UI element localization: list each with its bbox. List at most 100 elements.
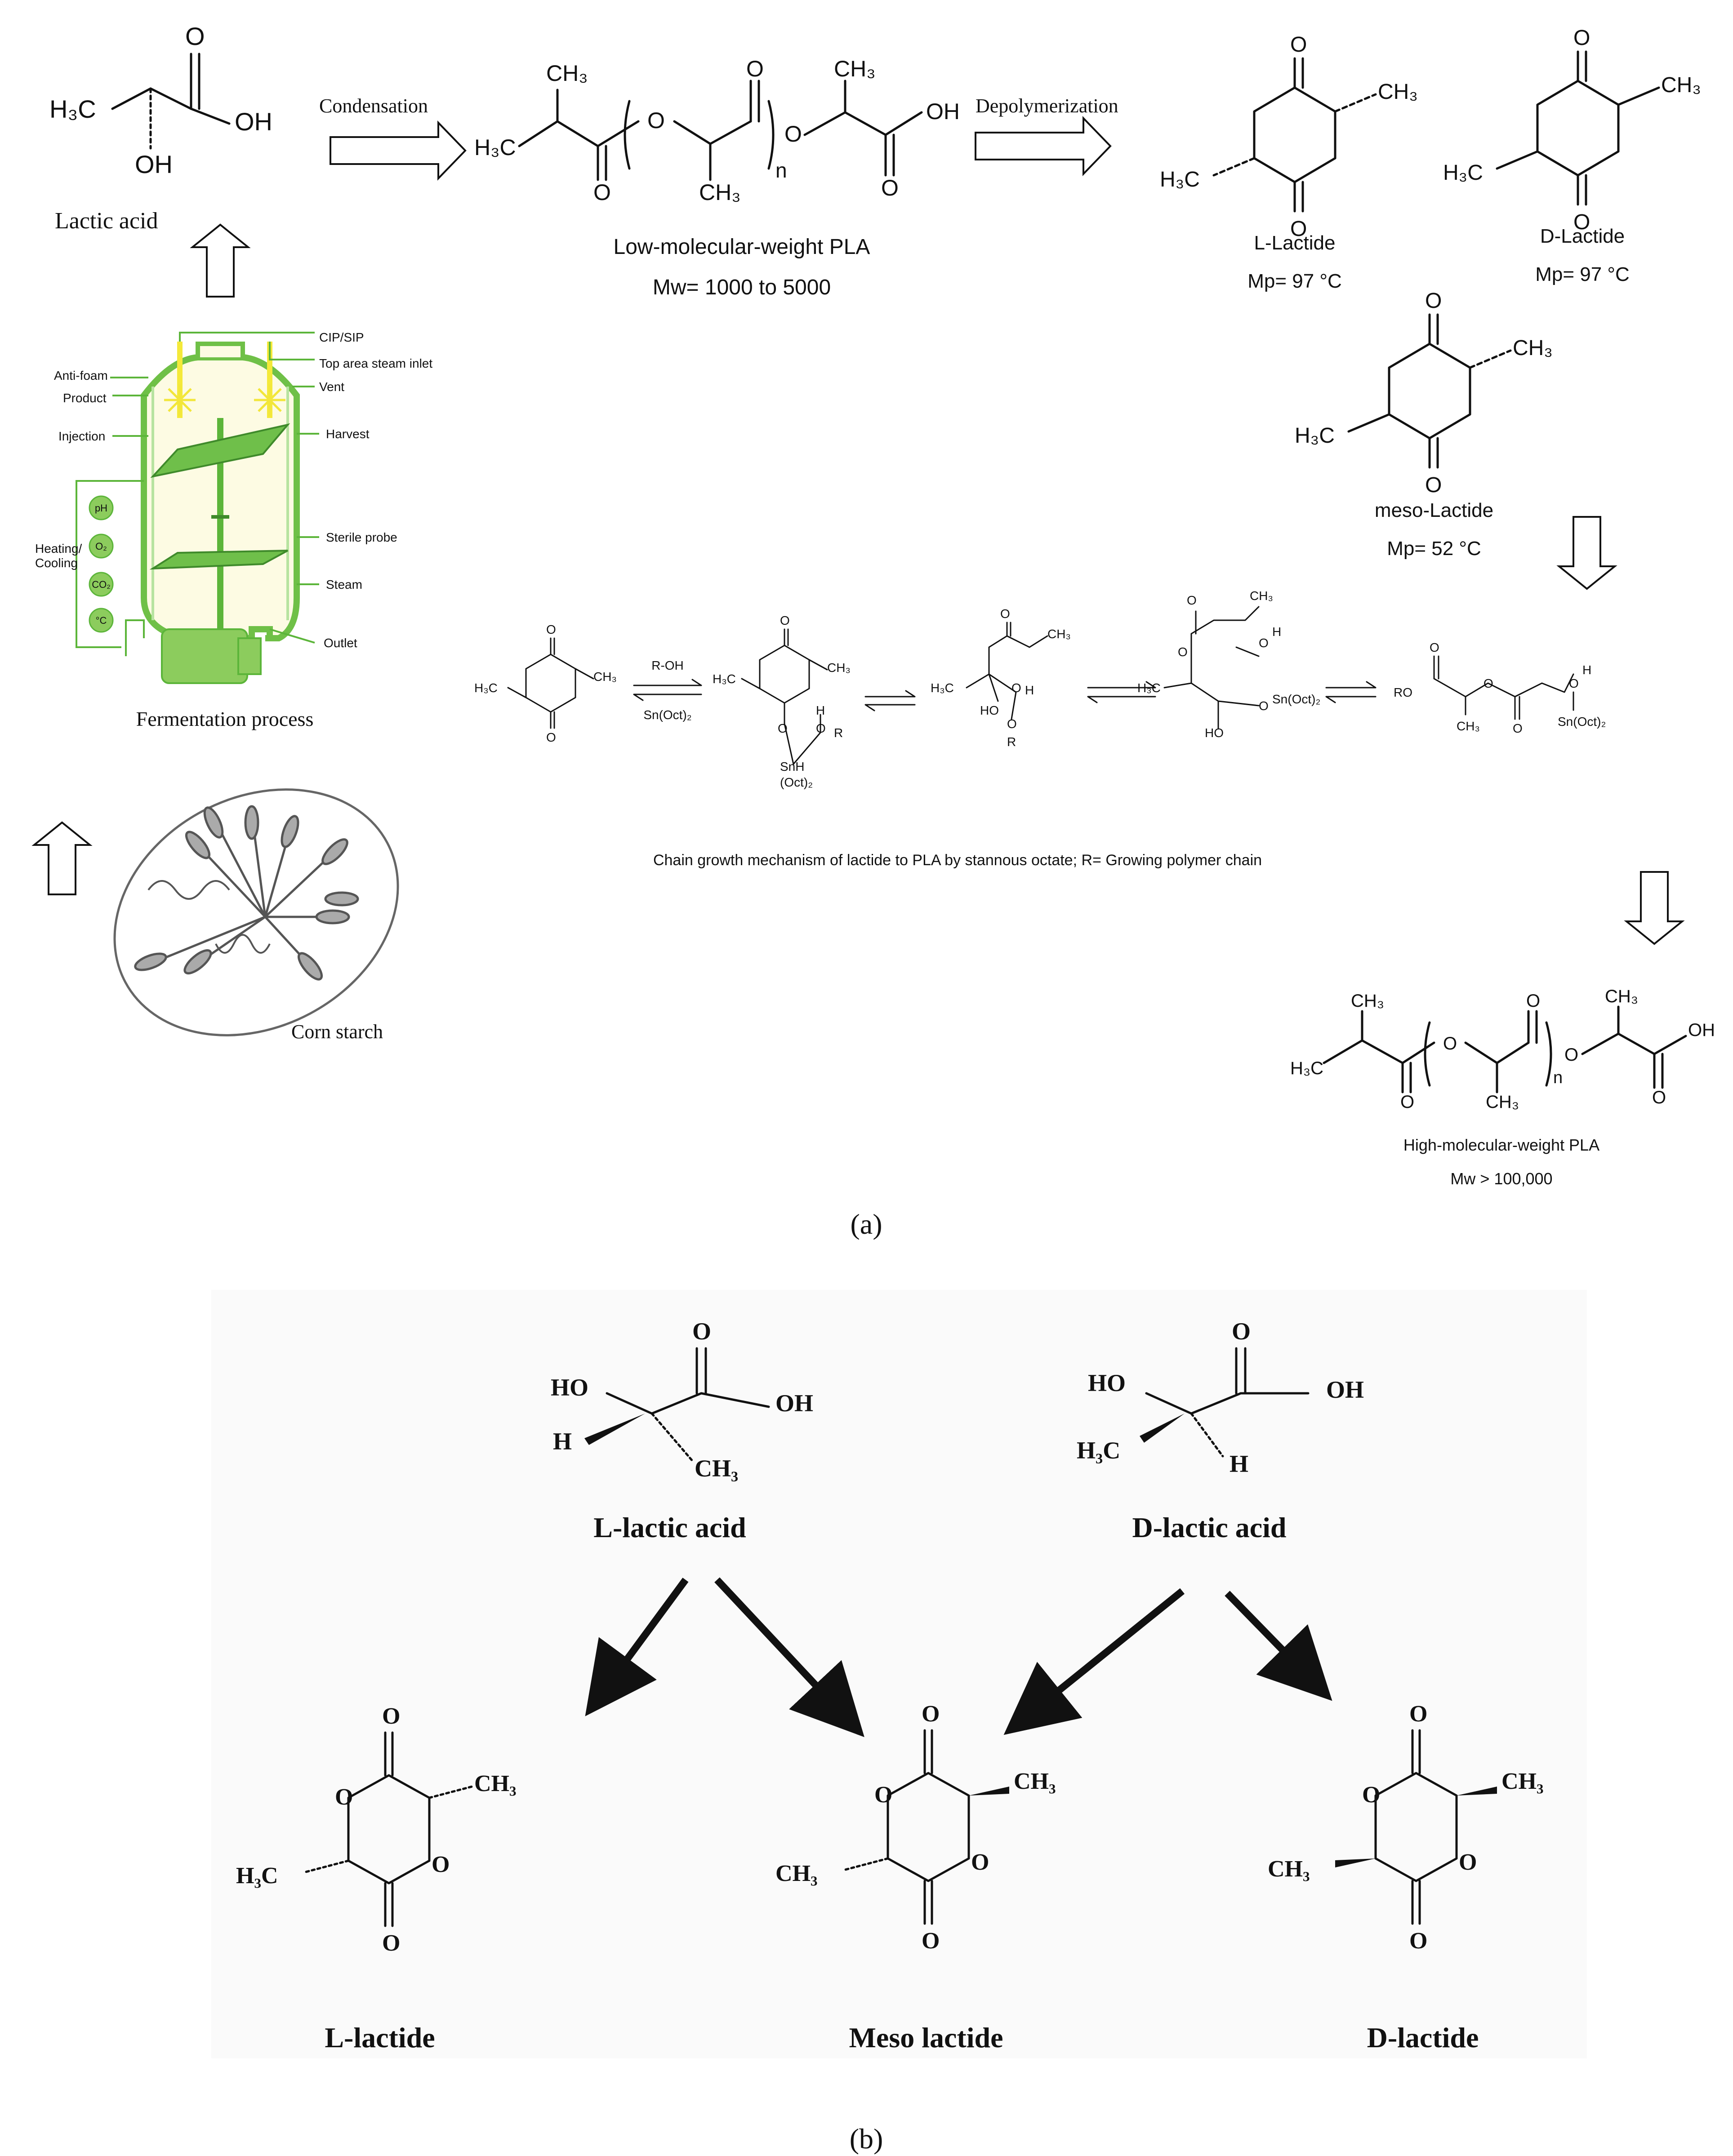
low-pla-structure: H₃C CH₃ O O O CH₃ n O CH₃ O OH — [474, 56, 960, 205]
high-pla-ch3-c: CH₃ — [1605, 987, 1638, 1006]
panel-b-label: (b) — [850, 2123, 883, 2155]
mech-h3c-1: H₃C — [474, 681, 498, 695]
mech-r-1: R — [834, 726, 843, 740]
low-pla-n: n — [775, 159, 787, 182]
d-lactide-b-ch3-a: CH₃ — [1501, 1769, 1544, 1794]
condensation-arrow — [330, 122, 466, 179]
mech-ch3-4: CH₃ — [1250, 589, 1273, 603]
high-pla-ch3-a: CH₃ — [1351, 991, 1384, 1011]
high-pla-mw: Mw > 100,000 — [1450, 1169, 1552, 1188]
mech-reagent-sn: Sn(Oct)₂ — [643, 708, 691, 722]
l-lactic-o: O — [692, 1318, 711, 1345]
high-pla-o-a: O — [1400, 1092, 1414, 1112]
l-lactide-label: L-Lactide — [1254, 232, 1335, 254]
low-pla-ch3-c: CH₃ — [834, 56, 876, 81]
probe-ph: pH — [95, 502, 107, 514]
low-pla-o-a: O — [593, 180, 611, 205]
meso-b-o2: O — [922, 1928, 940, 1954]
low-pla-label: Low-molecular-weight PLA — [614, 235, 870, 259]
mech-ro: RO — [1394, 685, 1412, 699]
meso-lactide-h3c: H₃C — [1295, 424, 1335, 448]
d-lactide-o2: O — [1573, 210, 1590, 234]
mech-h-2: H — [1025, 683, 1034, 697]
l-lactide-o1: O — [1290, 33, 1307, 57]
meso-lactide-ch3: CH₃ — [1513, 336, 1553, 360]
label-heating: Heating/ — [35, 542, 82, 556]
mech-h3c-4: H₃C — [1137, 681, 1161, 695]
mech-h3c-2: H₃C — [713, 672, 736, 686]
low-pla-o-d: O — [784, 121, 802, 147]
mech-ch3-2: CH₃ — [827, 661, 851, 675]
mech-o-14: O — [1484, 676, 1493, 690]
mech-snh: SnH — [780, 760, 804, 773]
l-lactic-h: H — [553, 1428, 572, 1455]
l-lactic-ho: HO — [551, 1374, 588, 1401]
d-lactic-h: H — [1230, 1450, 1248, 1477]
lactic-acid-oh: OH — [235, 107, 272, 136]
meso-lactide-mp: Mp= 52 °C — [1387, 538, 1481, 560]
label-product: Product — [63, 391, 107, 405]
l-lactide-mp: Mp= 97 °C — [1247, 270, 1342, 292]
l-lactide-h3c: H₃C — [1160, 168, 1200, 191]
meso-lactide-b-structure: O O O O CH₃ CH₃ — [775, 1701, 1056, 1954]
mech-o-13: O — [1430, 640, 1439, 654]
l-lactide-b-ch3: CH₃ — [474, 1771, 517, 1796]
low-pla-o-e: O — [881, 175, 899, 200]
l-lactide-ch3: CH₃ — [1378, 80, 1418, 104]
mech-o-7: O — [1011, 681, 1021, 695]
l-lactic-ch3: CH₃ — [695, 1455, 738, 1482]
d-lactide-b-ch3-b: CH₃ — [1268, 1856, 1310, 1882]
probe-co2: CO₂ — [92, 579, 111, 590]
l-lactide-b-o3: O — [335, 1784, 353, 1810]
d-lactic-h3c: H₃C — [1077, 1437, 1120, 1464]
d-lactide-ch3: CH₃ — [1661, 73, 1701, 97]
meso-b-o1: O — [922, 1701, 940, 1727]
mech-o-15: O — [1513, 721, 1523, 735]
l-lactide-b-structure: O O O O CH₃ H₃C — [236, 1703, 517, 1956]
mech-ho-1: HO — [980, 703, 999, 717]
depolymerization-arrow — [975, 117, 1111, 175]
mech-ch3-1: CH₃ — [593, 670, 617, 684]
mech-o-8: O — [1007, 717, 1017, 731]
high-pla-structure: H₃C CH₃ O O O CH₃ n O CH₃ O OH — [1290, 987, 1715, 1112]
label-vent: Vent — [319, 380, 344, 394]
meso-lactide-o1: O — [1425, 289, 1442, 313]
mech-reagent-roh: R-OH — [651, 658, 684, 672]
label-cip-sip: CIP/SIP — [319, 330, 364, 344]
d-lactide-mp: Mp= 97 °C — [1535, 263, 1630, 285]
low-pla-o-c: O — [746, 56, 764, 81]
mech-h3c-3: H₃C — [931, 681, 954, 695]
d-lactic-acid-label: D-lactic acid — [1132, 1511, 1287, 1543]
d-lactide-label: D-Lactide — [1540, 225, 1625, 247]
low-pla-ch3-b: CH₃ — [699, 180, 741, 205]
high-pla-o-e: O — [1652, 1088, 1666, 1107]
mech-o-11: O — [1178, 645, 1188, 659]
lactic-acid-label: Lactic acid — [55, 208, 158, 234]
d-lactide-b-o1: O — [1409, 1701, 1427, 1727]
mech-ch3-3: CH₃ — [1047, 627, 1071, 641]
d-lactic-acid-structure: HO O OH H₃C H — [1077, 1318, 1364, 1477]
label-outlet: Outlet — [324, 636, 357, 650]
d-lactide-b-o2: O — [1409, 1928, 1427, 1954]
high-pla-n: n — [1553, 1068, 1563, 1087]
d-lactide-structure: O O CH₃ H₃C — [1443, 26, 1701, 234]
fermentation-label: Fermentation process — [136, 707, 314, 730]
mech-o-6: O — [1000, 607, 1010, 621]
mech-sn-2: Sn(Oct)₂ — [1558, 715, 1606, 729]
probe-temp: °C — [96, 615, 107, 626]
d-lactic-oh: OH — [1326, 1376, 1364, 1403]
l-lactide-structure: O O CH₃ H₃C — [1160, 33, 1418, 241]
lactic-acid-h3c: H₃C — [49, 95, 96, 123]
mech-ho-2: HO — [1205, 726, 1224, 740]
low-pla-oh: OH — [926, 99, 960, 124]
meso-b-o3: O — [874, 1782, 892, 1808]
label-injection: Injection — [58, 429, 105, 443]
low-pla-o-b: O — [647, 108, 665, 133]
mech-r-2: R — [1007, 735, 1016, 749]
meso-lactide-o2: O — [1425, 473, 1442, 497]
panel-b-arrows — [585, 1577, 1332, 1738]
mech-sn-1: Sn(Oct)₂ — [1272, 692, 1320, 706]
label-steam: Steam — [326, 578, 362, 591]
up-arrow-to-lactic-acid — [192, 224, 249, 298]
mech-o-16: O — [1569, 676, 1579, 690]
